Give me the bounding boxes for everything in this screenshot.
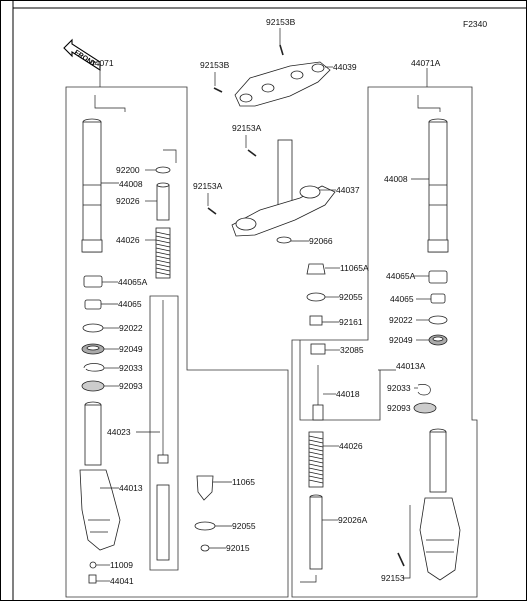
label-92153B-left: 92153B (200, 60, 230, 70)
label-44008-right: 44008 (384, 174, 408, 184)
label-92022-left: 92022 (119, 323, 143, 333)
spring-44026-right (308, 431, 324, 488)
label-92200: 92200 (116, 165, 140, 175)
label-44026-left: 44026 (116, 235, 140, 245)
label-44065-right: 44065 (390, 294, 414, 304)
part-44037 (231, 185, 336, 237)
label-44065-left: 44065 (118, 299, 142, 309)
outer-tube-44008-right (411, 95, 449, 253)
part-92022-right (428, 315, 448, 325)
label-44041: 44041 (110, 576, 134, 586)
part-11065 (196, 475, 214, 501)
label-44065A-right: 44065A (386, 271, 416, 281)
part-92066 (276, 236, 292, 244)
part-11065A (306, 263, 326, 275)
part-92022-left (82, 323, 104, 333)
part-92093-left (81, 380, 105, 392)
label-92161: 92161 (339, 317, 363, 327)
part-92033-right (417, 384, 431, 396)
label-92093-right: 92093 (387, 403, 411, 413)
label-92049-left: 92049 (119, 344, 143, 354)
part-92093-right (413, 402, 437, 414)
label-92049-right: 92049 (389, 335, 413, 345)
label-92153A-mid: 92153A (232, 123, 262, 133)
right-fork-group: 44071A 44008 11065A 92055 92161 44065A 4… (291, 58, 478, 598)
label-44065A-left: 44065A (118, 277, 148, 287)
label-11065A: 11065A (340, 263, 369, 273)
upper-clamp-group: 92153B 92153B 44039 92153A 92153A 44037 … (193, 17, 360, 246)
label-32085: 32085 (340, 345, 364, 355)
label-92026: 92026 (116, 196, 140, 206)
label-44071: 44071 (90, 58, 114, 68)
part-44065A-left (83, 275, 103, 288)
label-44071A: 44071A (411, 58, 441, 68)
label-44013: 44013 (119, 483, 143, 493)
axle-holder-44013 (79, 401, 121, 551)
label-11009: 11009 (110, 560, 133, 570)
label-92093-left: 92093 (119, 381, 143, 391)
label-44023: 44023 (107, 427, 131, 437)
label-11065-mid: 11065 (232, 477, 255, 487)
left-fork-group: 44071 44008 92200 92026 44026 (65, 58, 289, 598)
group-box-44071A (291, 86, 478, 598)
label-92153: 92153 (381, 573, 405, 583)
group-box-44071 (65, 86, 289, 598)
part-44065-right (430, 293, 446, 304)
label-44013A: 44013A (396, 361, 426, 371)
label-92055-right: 92055 (339, 292, 363, 302)
part-11009 (89, 561, 97, 569)
part-44039 (234, 61, 331, 107)
part-92026A (309, 496, 323, 570)
label-44039: 44039 (333, 62, 357, 72)
label-92022-right: 92022 (389, 315, 413, 325)
part-44041 (88, 574, 97, 584)
label-92033-left: 92033 (119, 363, 143, 373)
label-44018: 44018 (336, 389, 360, 399)
part-44065A-right (428, 270, 448, 284)
group-box-44013A (299, 340, 381, 421)
label-44037: 44037 (336, 185, 360, 195)
figure-code: F2340 (463, 19, 487, 29)
label-44026-right: 44026 (339, 441, 363, 451)
cartridge-44023 (136, 295, 179, 571)
part-32085 (310, 343, 326, 355)
label-92055-mid: 92055 (232, 521, 256, 531)
part-92015 (200, 544, 210, 552)
part-44065-left (84, 299, 102, 310)
spring-44026-left (155, 227, 171, 279)
part-92161 (309, 315, 323, 326)
part-axle-holder-right (419, 497, 461, 581)
label-92033-right: 92033 (387, 383, 411, 393)
part-92055-right (306, 292, 326, 302)
label-44008-left: 44008 (119, 179, 143, 189)
label-92153A-left: 92153A (193, 181, 223, 191)
label-92026A: 92026A (338, 515, 368, 525)
label-92015: 92015 (226, 543, 250, 553)
part-92153 (397, 552, 405, 567)
part-92033-left (83, 363, 105, 372)
label-92066: 92066 (309, 236, 333, 246)
label-92153B-top: 92153B (266, 17, 296, 27)
part-92055-mid (194, 521, 216, 531)
outer-tube-44008 (81, 95, 126, 253)
